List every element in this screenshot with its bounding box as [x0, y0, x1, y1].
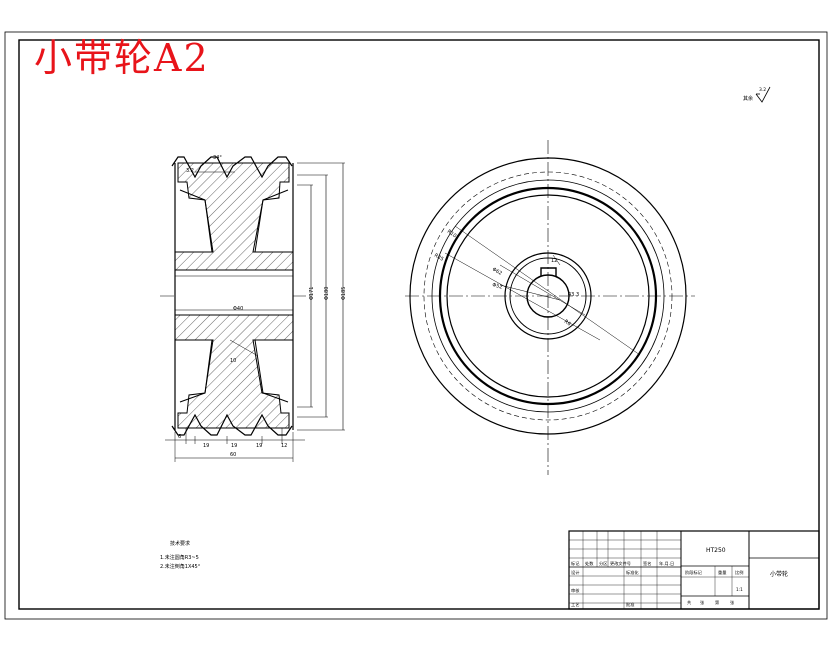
tb-label-marking: 标记 [571, 560, 580, 567]
tb-label-zone: 分区 [599, 560, 607, 567]
dim-r3: Φ62 [491, 267, 503, 277]
section-dim-texts: 34° 3.2 Φ40 10 Φ171 Φ180 Φ185 6 19 19 19… [178, 155, 347, 458]
web-circle [446, 194, 650, 398]
dim-groove-angle: 34° [213, 155, 222, 161]
roughness-symbol [755, 86, 771, 103]
bore-circle [526, 274, 570, 318]
tb-label-sheets-2: 张 [730, 599, 735, 606]
tb-label-stage: 阶段标记 [685, 569, 703, 576]
grooves-bottom [171, 413, 293, 436]
dim-outer: Φ185 [341, 287, 347, 300]
inner-border [18, 39, 820, 610]
dim-r5: R6 [563, 319, 572, 328]
tb-label-review: 审核 [571, 587, 580, 594]
tech-req-heading: 技术要求 [170, 541, 191, 547]
dim-pitch-1: 19 [203, 443, 209, 449]
dim-r4: Φ52 [491, 282, 503, 290]
dim-key-t: 43.3 [568, 292, 579, 298]
tb-label-standardize: 标准化 [626, 569, 639, 576]
keyway [540, 267, 557, 277]
pitch-circle [423, 171, 673, 421]
dim-web: 10 [230, 358, 236, 364]
outer-circle [409, 157, 687, 435]
tb-label-no: 第 [715, 599, 719, 606]
roughness-value: 3.2 [759, 87, 766, 93]
tb-label-total: 共 [687, 599, 691, 606]
dim-pitch: Φ180 [324, 287, 330, 300]
tb-label-scale: 比例 [735, 569, 743, 576]
tech-req-item-1: 1.未注圆角R3~5 [160, 555, 199, 561]
dim-pitch-3: 19 [256, 443, 262, 449]
hub-chamfer-circle [509, 257, 587, 335]
tb-part-name: 小带轮 [770, 570, 788, 578]
dim-side-left: 6 [178, 434, 181, 440]
tb-label-design: 设计 [571, 569, 579, 576]
tech-req-item-2: 2.未注倒角1X45° [160, 564, 201, 570]
dim-bore: Φ40 [233, 306, 243, 312]
front-view [405, 140, 695, 475]
drawing-title: 小带轮A2 [34, 36, 210, 80]
dim-r101: R101 [446, 229, 460, 241]
title-block [568, 530, 820, 610]
hub-outer-circle [504, 252, 592, 340]
section-hatch-bottom [174, 314, 294, 429]
tb-label-weight: 重量 [718, 569, 726, 576]
dim-key-w: 12 [551, 258, 557, 264]
grooves-top [171, 156, 293, 179]
tb-label-sign: 签名 [643, 560, 651, 567]
title-block-texts: 标记 处数 分区 更改文件号 签名 年.月.日 设计 标准化 阶段标记 重量 比… [571, 560, 743, 608]
section-view [160, 156, 345, 462]
dim-pitch-2: 19 [231, 443, 237, 449]
tb-scale-value: 1:1 [736, 587, 743, 592]
outer-border [4, 31, 828, 620]
rim-inner-circle [438, 186, 658, 406]
tb-label-change-doc: 更改文件号 [610, 560, 631, 567]
front-dim-texts: R101 R85 Φ62 Φ52 12 43.3 R6 [433, 229, 579, 328]
dim-groove-depth: 3.2 [186, 168, 194, 174]
dim-total-width: 60 [230, 452, 236, 458]
tb-label-sheets-1: 张 [700, 599, 705, 606]
tb-label-count: 处数 [585, 560, 594, 567]
tb-material: HT250 [706, 547, 726, 554]
tb-label-process: 工艺 [571, 602, 579, 607]
groove-circle [431, 179, 665, 413]
dim-side-right: 12 [281, 443, 287, 449]
section-hatch-top [174, 162, 294, 271]
dim-r85: R85 [433, 253, 445, 263]
roughness-label: 其余 [743, 95, 753, 102]
tb-label-approve: 批准 [626, 601, 634, 608]
tb-label-date: 年.月.日 [659, 560, 674, 567]
dim-inner-rim: Φ171 [309, 287, 315, 300]
